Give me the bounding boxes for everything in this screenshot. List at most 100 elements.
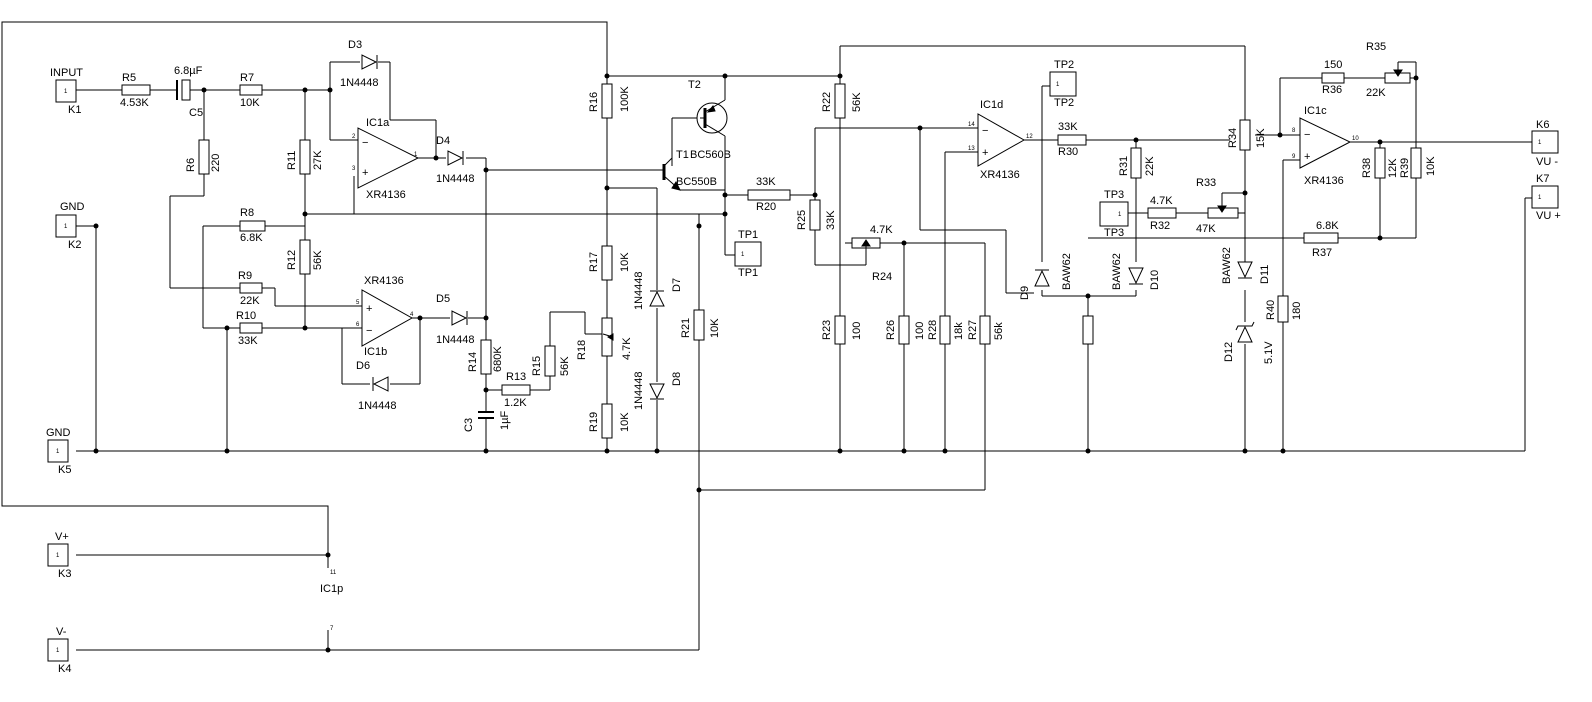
resistor-ref: R37 bbox=[1312, 247, 1332, 259]
resistor-r13: R14 680K bbox=[467, 339, 504, 375]
diode-d12: D12 5.1V bbox=[1223, 321, 1275, 364]
resistor-ref: R17 bbox=[588, 252, 600, 272]
diode-ref: D11 bbox=[1259, 265, 1271, 284]
pin-number: 1 bbox=[56, 553, 60, 559]
diode-ref: D5 bbox=[436, 293, 450, 305]
diode-value: 1N4448 bbox=[633, 371, 645, 410]
diode-d7: D7 1N4448 bbox=[633, 271, 683, 310]
capacitor-ref: C5 bbox=[189, 107, 203, 119]
opamp-value: XR4136 bbox=[364, 275, 404, 287]
testpoint-ref-2: TP3 bbox=[1104, 227, 1124, 239]
resistor-r37: R38 12K bbox=[1361, 147, 1399, 179]
resistor-value: 4.7K bbox=[1150, 195, 1173, 207]
resistor-value: 100K bbox=[619, 86, 631, 112]
testpoint-tp2: 1 TP2 TP2 bbox=[1049, 59, 1077, 109]
opamp-ic1d: − + IC1d XR4136 14 13 12 bbox=[968, 99, 1033, 181]
diode-value: 1N4448 bbox=[436, 334, 475, 346]
transistor-value: BC560B bbox=[690, 149, 731, 161]
connector-ref: K6 bbox=[1536, 119, 1549, 131]
resistor-value: 10K bbox=[619, 412, 631, 432]
capacitor-value: 1µF bbox=[499, 411, 511, 430]
opamp-plus: + bbox=[1304, 151, 1310, 163]
testpoint-ref-2: TP1 bbox=[738, 267, 758, 279]
resistor-value: 27K bbox=[312, 150, 324, 170]
resistor-r40 bbox=[1082, 315, 1094, 345]
diode-value: 1N4448 bbox=[633, 271, 645, 310]
testpoint-tp1: 1 TP1 TP1 bbox=[734, 229, 762, 279]
resistor-ref: R40 bbox=[1265, 300, 1277, 320]
pin-number: 14 bbox=[968, 122, 975, 128]
connector-k3: 1 V+ K3 bbox=[47, 531, 71, 580]
diode-value: 5.1V bbox=[1263, 341, 1275, 364]
pin-number: 1 bbox=[64, 224, 68, 230]
diode-d11: D11 BAW62 bbox=[1221, 247, 1271, 284]
pin-number: 1 bbox=[56, 449, 60, 455]
resistor-value: 4.53K bbox=[120, 97, 149, 109]
resistor-value: 33K bbox=[825, 210, 837, 230]
resistor-r19: R19 10K bbox=[588, 403, 631, 439]
connector-k7: 1 K7 VU + bbox=[1531, 173, 1561, 222]
resistor-ref: R14 bbox=[467, 352, 479, 372]
diode-ref: D10 bbox=[1149, 270, 1161, 290]
pin-number: 1 bbox=[414, 152, 418, 158]
potentiometer-ref: R24 bbox=[872, 271, 892, 283]
resistor-ref: R16 bbox=[588, 92, 600, 112]
resistor-value: 33K bbox=[1058, 121, 1078, 133]
resistor-r39: R40 180 bbox=[1265, 295, 1303, 323]
resistor-r12: R12 56K bbox=[286, 239, 324, 275]
capacitor-c3: C3 1µF bbox=[463, 411, 511, 432]
capacitor-ref: C3 bbox=[463, 418, 475, 432]
resistor-ref: R7 bbox=[240, 72, 254, 84]
opamp-value: XR4136 bbox=[1304, 175, 1344, 187]
pin-number: 8 bbox=[1292, 128, 1296, 134]
diode-value: BAW62 bbox=[1221, 247, 1233, 284]
resistor-r8: R8 6.8K bbox=[239, 207, 266, 244]
opamp-plus: + bbox=[982, 147, 988, 159]
potentiometer-value: 22K bbox=[1366, 87, 1386, 99]
resistor-r22: R22 56K bbox=[821, 83, 863, 119]
resistor-ref: R22 bbox=[821, 92, 833, 112]
resistor-value: 56K bbox=[312, 250, 324, 270]
resistor-value: 680K bbox=[492, 346, 504, 372]
opamp-ref: IC1c bbox=[1304, 105, 1327, 117]
capacitor-c5: 6.8µF C5 bbox=[174, 65, 203, 119]
resistor-ref: R15 bbox=[531, 356, 543, 376]
diode-d6: D6 1N4448 bbox=[356, 360, 397, 412]
pin-number: 1 bbox=[64, 89, 68, 95]
resistor-ref: R12 bbox=[286, 250, 298, 270]
resistor-r38: R39 10K bbox=[1399, 147, 1437, 179]
resistor-ref: R6 bbox=[185, 158, 197, 172]
pin-number: 4 bbox=[410, 312, 414, 318]
resistor-r28: R28 18k bbox=[927, 315, 965, 345]
transistor-t2: T2 BC560B bbox=[688, 79, 731, 161]
potentiometer-r35: R35 22K bbox=[1366, 41, 1411, 99]
connector-ref: K7 bbox=[1536, 173, 1549, 185]
transistor-ref: T1 bbox=[676, 149, 689, 161]
pin-number: 10 bbox=[1352, 136, 1359, 142]
testpoint-tp3: 1 TP3 TP3 bbox=[1099, 189, 1129, 239]
resistor-ref: R36 bbox=[1322, 84, 1342, 96]
resistor-ref: R30 bbox=[1058, 146, 1078, 158]
resistor-r36: 6.8K R37 bbox=[1303, 220, 1339, 259]
opamp-minus: − bbox=[366, 325, 372, 337]
connector-name: INPUT bbox=[50, 67, 83, 79]
testpoint-ref: TP1 bbox=[738, 229, 758, 241]
resistor-value: 220 bbox=[210, 154, 222, 172]
resistor-value: 6.8K bbox=[240, 232, 263, 244]
resistor-ref: R20 bbox=[756, 201, 776, 213]
resistor-value: 18k bbox=[953, 322, 965, 340]
potentiometer-ref: R35 bbox=[1366, 41, 1386, 53]
resistor-ref: R25 bbox=[796, 210, 808, 230]
resistor-value: 15K bbox=[1255, 128, 1267, 148]
connector-k6: 1 K6 VU - bbox=[1531, 119, 1559, 168]
resistor-r27: R27 56k bbox=[967, 315, 1005, 345]
potentiometer-ref: R18 bbox=[576, 340, 588, 360]
resistor-ref: R11 bbox=[286, 151, 298, 170]
pin-number: 6 bbox=[356, 322, 360, 328]
pin-number: 1 bbox=[1056, 82, 1060, 88]
pin-number: 9 bbox=[1292, 154, 1296, 160]
transistor-value: BC550B bbox=[676, 176, 717, 188]
connector-name: V- bbox=[56, 626, 67, 638]
resistor-r7: R7 10K bbox=[239, 72, 263, 109]
transistor-t1: T1 BC550B bbox=[645, 149, 717, 191]
